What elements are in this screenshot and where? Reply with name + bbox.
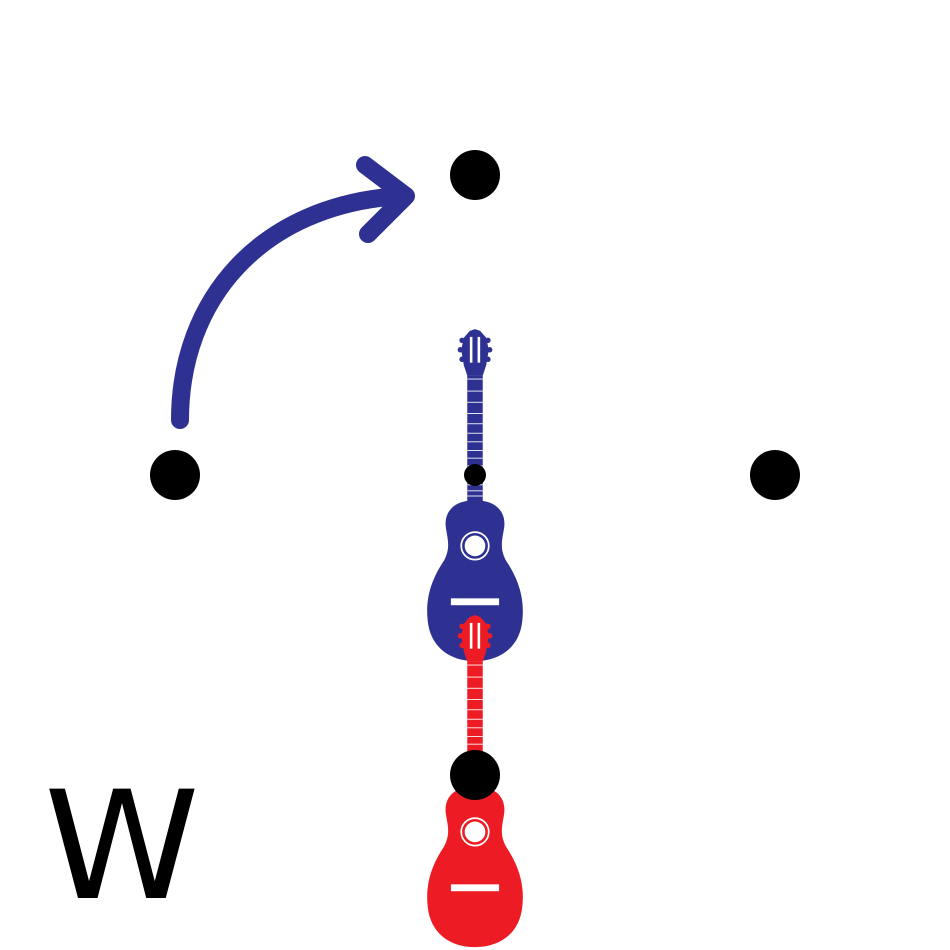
curved-arrow-icon bbox=[171, 156, 415, 429]
diagram-label: W bbox=[44, 760, 200, 934]
dot-right bbox=[750, 450, 800, 500]
dot-top bbox=[450, 150, 500, 200]
upper-guitar-icon bbox=[426, 328, 524, 662]
dot-left bbox=[150, 450, 200, 500]
dot-center bbox=[464, 464, 486, 486]
dot-bottom bbox=[450, 750, 500, 800]
